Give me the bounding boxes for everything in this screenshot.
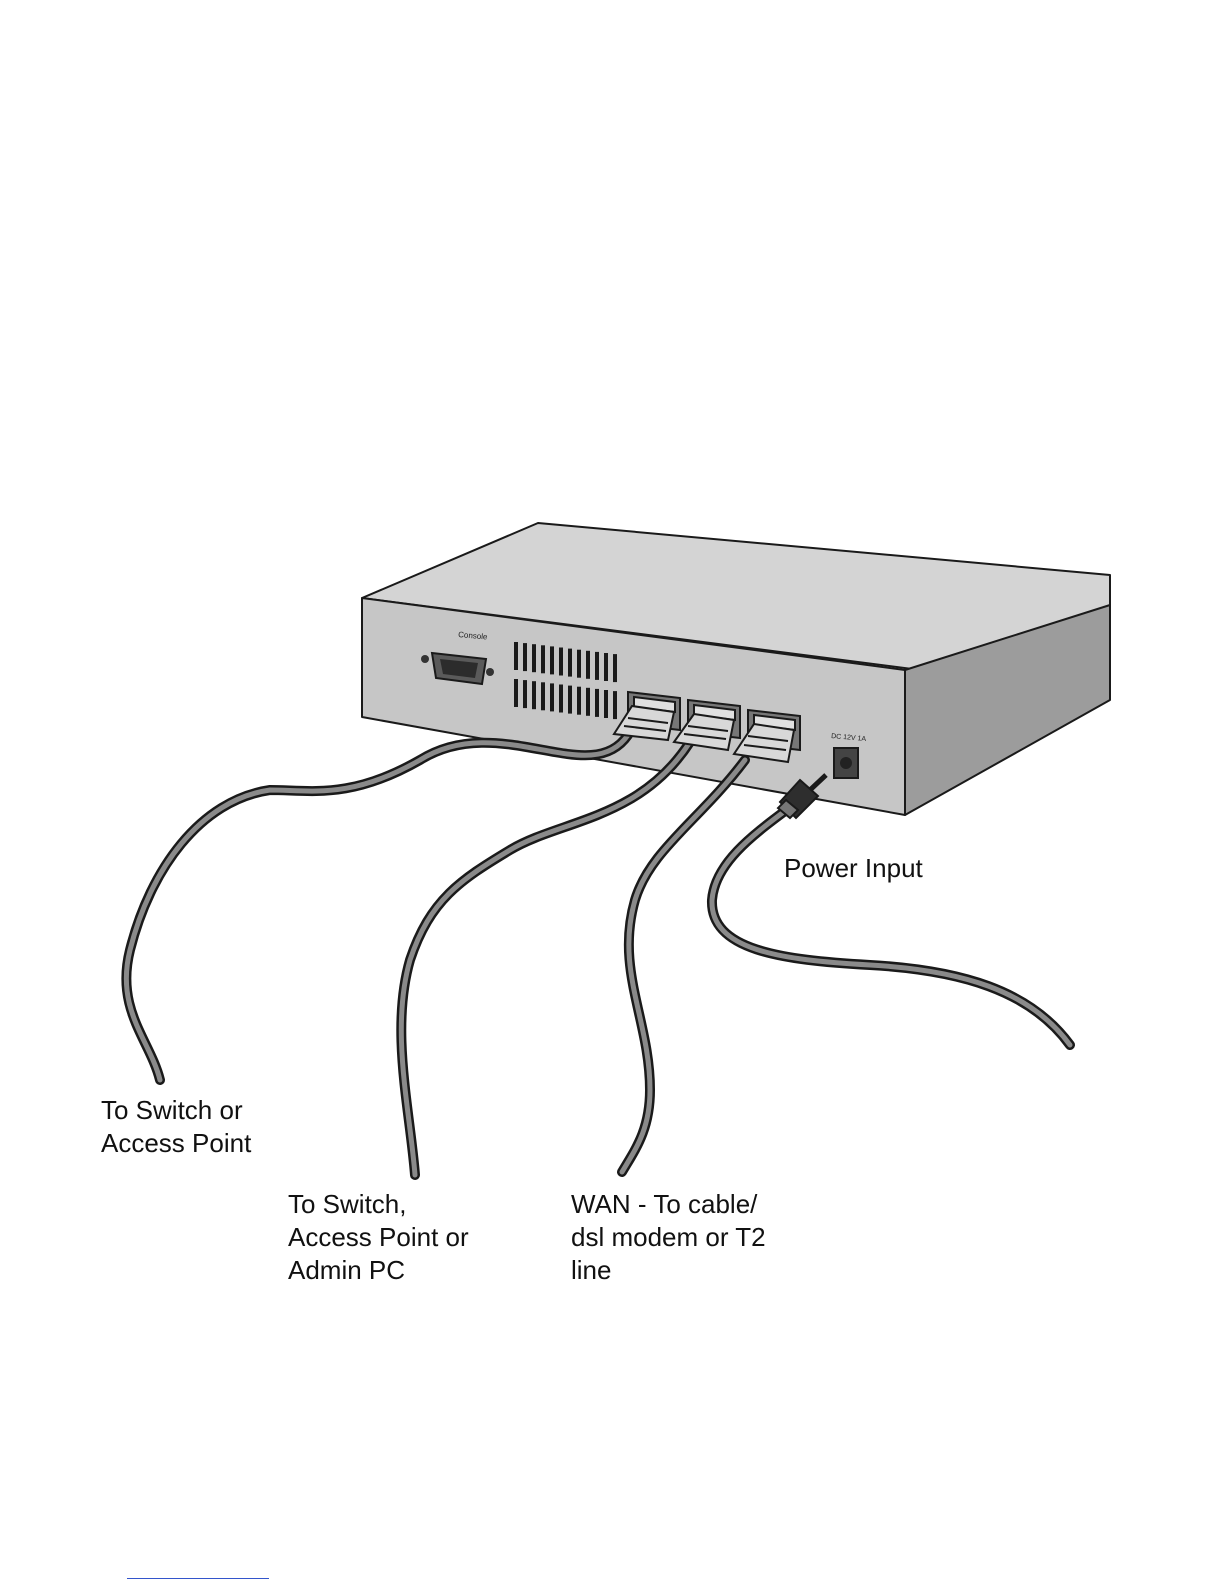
callout-port2: To Switch, Access Point or Admin PC	[288, 1188, 469, 1287]
callout-port1: To Switch or Access Point	[101, 1094, 251, 1160]
cable-wan	[622, 760, 745, 1172]
cable-port1	[126, 735, 628, 1080]
footer-rule	[127, 1578, 269, 1579]
callout-wan: WAN - To cable/ dsl modem or T2 line	[571, 1188, 766, 1287]
cable-power	[712, 805, 1070, 1045]
callout-power-input: Power Input	[784, 852, 923, 885]
